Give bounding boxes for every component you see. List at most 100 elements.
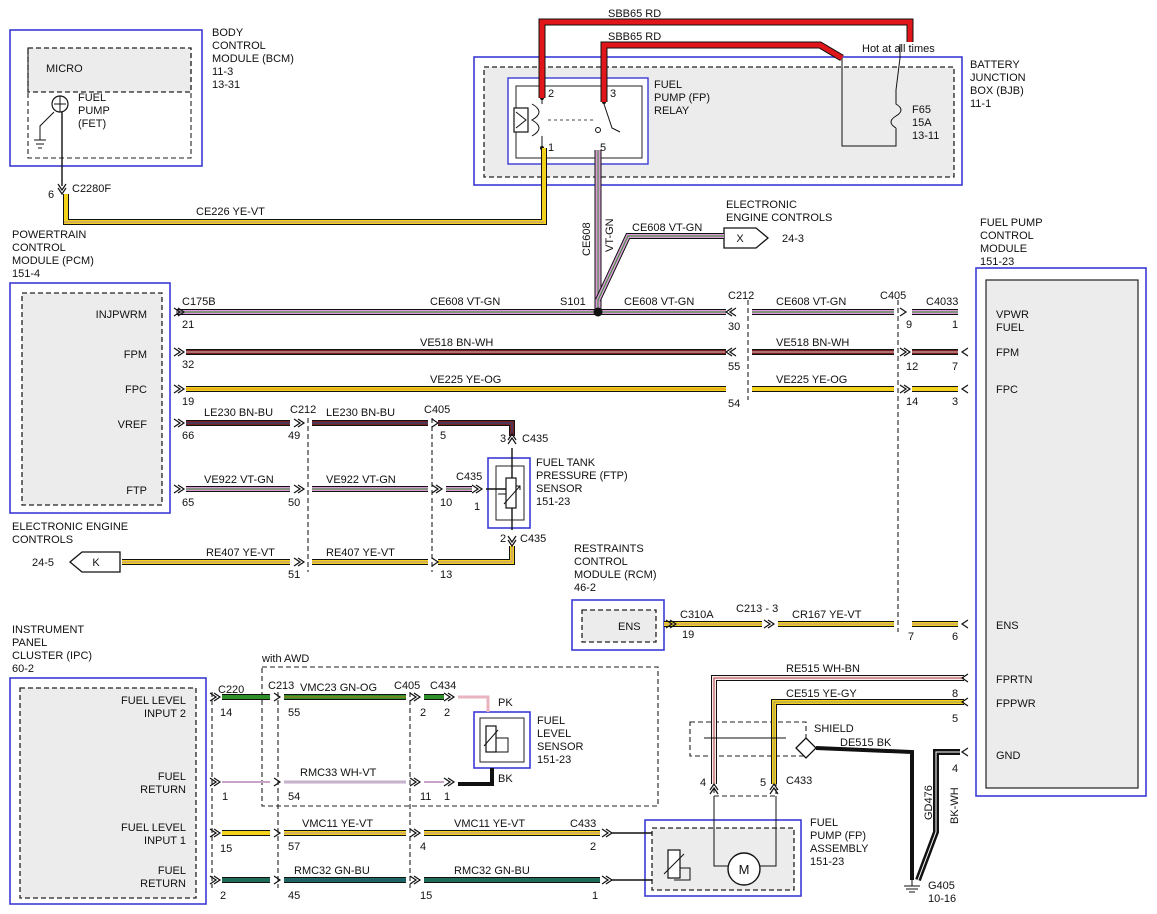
pin-number: 1	[444, 791, 450, 803]
ipc-name-4: 60-2	[12, 663, 34, 675]
fpcm-pin-fuel: FUEL	[996, 322, 1024, 334]
eec1-name-2: ENGINE CONTROLS	[726, 212, 832, 224]
wire-re515: RE515 WH-BN	[786, 663, 860, 675]
wire-ce608-branch: CE608 VT-GN	[632, 222, 702, 234]
fuse-ref: 13-11	[912, 130, 939, 142]
ftp-name-3: SENSOR	[536, 483, 583, 495]
pin-number: 9	[906, 319, 912, 331]
wire-re407-mid: RE407 YE-VT	[326, 547, 395, 559]
connector-labels: C2280F C175B S101 C212 C405 C4033 C212 C…	[72, 183, 958, 905]
ipc-pin-fr2-a: FUEL	[158, 865, 186, 877]
conn-s101: S101	[560, 296, 586, 308]
conn-c4033: C4033	[926, 296, 958, 308]
pin-number: 8	[952, 688, 958, 700]
fpcm-name-3: MODULE	[980, 243, 1027, 255]
bcm-name-5: 13-31	[212, 79, 240, 91]
conn-g405-ref: 10-16	[928, 893, 956, 905]
fpa-name-4: 151-23	[810, 856, 844, 868]
wire-rmc33: RMC33 WH-VT	[300, 767, 377, 779]
wire-rmc32-right: RMC32 GN-BU	[454, 865, 530, 877]
pin-number: 30	[728, 321, 740, 333]
ipc-name-2: PANEL	[12, 637, 47, 649]
eec2-name-2: CONTROLS	[12, 534, 73, 546]
ipc-name-3: CLUSTER (IPC)	[12, 650, 92, 662]
relay-pin-3: 3	[610, 88, 616, 100]
wire-ve518-pcm: VE518 BN-WH	[420, 337, 493, 349]
relay-pin-5: 5	[600, 142, 606, 154]
wire-le230-mid: LE230 BN-BU	[326, 407, 395, 419]
pin-number: 5	[440, 430, 446, 442]
pin-number: 15	[420, 890, 432, 902]
pin-number: 55	[288, 707, 300, 719]
pin-number: 1	[222, 791, 228, 803]
pin-number: 2	[444, 707, 450, 719]
eec-ref-24-5: 24-5	[32, 557, 54, 569]
pin-number: 12	[906, 361, 918, 373]
pin-number: 51	[288, 569, 300, 581]
fpcm-name-1: FUEL PUMP	[980, 217, 1043, 229]
ftp-name-4: 151-23	[536, 496, 570, 508]
pcm-module: POWERTRAIN CONTROL MODULE (PCM) 151-4 IN…	[9, 229, 171, 514]
fpa-name-3: ASSEMBLY	[810, 843, 869, 855]
pin-number: 4	[700, 777, 706, 789]
eec-tag-k: K	[92, 557, 100, 569]
wires	[61, 18, 964, 893]
wire-vmc23: VMC23 GN-OG	[300, 682, 377, 694]
pin-number: 10	[440, 497, 452, 509]
pin-number: 6	[48, 189, 54, 201]
fpcm-pin-ens: ENS	[996, 620, 1019, 632]
conn-c212-mid: C212	[290, 404, 316, 416]
pin-number: 19	[682, 629, 694, 641]
bjb-name-4: 11-1	[970, 98, 991, 110]
pin-number: 5	[760, 777, 766, 789]
wire-labels: SBB65 RD SBB65 RD CE226 YE-VT CE608 VT-G…	[196, 8, 961, 877]
fpa-name-2: PUMP (FP)	[810, 830, 866, 842]
wire-vtgn-vertical: VT-GN	[604, 218, 616, 252]
pin-number: 14	[220, 707, 232, 719]
conn-c310a: C310A	[680, 609, 714, 621]
pin-number: 15	[220, 843, 232, 855]
fls-name-3: SENSOR	[537, 741, 584, 753]
bcm-fet-3: (FET)	[78, 118, 106, 130]
pin-number: 13	[440, 569, 452, 581]
relay-pin-2: 2	[548, 88, 554, 100]
bjb-module: 2 3 1 5 FUEL PUMP (FP) RELAY F65 15A 13-…	[473, 43, 1026, 186]
fpcm-pin-fppwr: FPPWR	[996, 698, 1036, 710]
fls-name-4: 151-23	[537, 754, 571, 766]
fpcm-pin-fprtn: FPRTN	[996, 674, 1033, 686]
fls-name-2: LEVEL	[537, 728, 571, 740]
conn-c2280f: C2280F	[72, 183, 111, 195]
pin-number: 57	[288, 841, 300, 853]
ipc-module: INSTRUMENT PANEL CLUSTER (IPC) 60-2 FUEL…	[9, 624, 207, 905]
conn-c213: C213	[268, 680, 294, 692]
wire-vmc11-left: VMC11 YE-VT	[302, 818, 373, 830]
conn-g405: G405	[928, 880, 955, 892]
pcm-pin-injpwrm: INJPWRM	[96, 309, 147, 321]
fpcm-name-4: 151-23	[980, 256, 1014, 268]
wire-re407-left: RE407 YE-VT	[206, 547, 275, 559]
conn-c405-top: C405	[880, 290, 906, 302]
conn-c435-mid: C435	[456, 471, 482, 483]
pin-number: 4	[952, 763, 958, 775]
pin-number: 1	[952, 319, 958, 331]
rcm-module: ENS RESTRAINTS CONTROL MODULE (RCM) 46-2	[571, 543, 665, 651]
fpcm-pin-vpwr: VPWR	[996, 309, 1029, 321]
relay-name-3: RELAY	[654, 105, 690, 117]
relay-pin-1: 1	[548, 142, 554, 154]
fpcm-pin-gnd: GND	[996, 750, 1021, 762]
conn-c175b: C175B	[182, 296, 216, 308]
fls-bk: BK	[498, 773, 513, 785]
wire-ve922-pcm: VE922 VT-GN	[204, 474, 274, 486]
fls-pk: PK	[498, 697, 513, 709]
ftp-name-2: PRESSURE (FTP)	[536, 470, 628, 482]
pin-number: 45	[288, 890, 300, 902]
rcm-name-2: CONTROL	[574, 556, 628, 568]
wire-ve922-mid: VE922 VT-GN	[326, 474, 396, 486]
pin-number: 2	[420, 707, 426, 719]
pin-number: 4	[420, 841, 426, 853]
pin-number: 3	[500, 433, 506, 445]
pin-numbers: 6 21 30 9 1 32 55 12 7 19 54 14 3 66 49 …	[48, 189, 958, 902]
with-awd-label: with AWD	[261, 653, 309, 665]
eec-ref-x: X 24-3 ELECTRONIC ENGINE CONTROLS	[723, 199, 832, 249]
